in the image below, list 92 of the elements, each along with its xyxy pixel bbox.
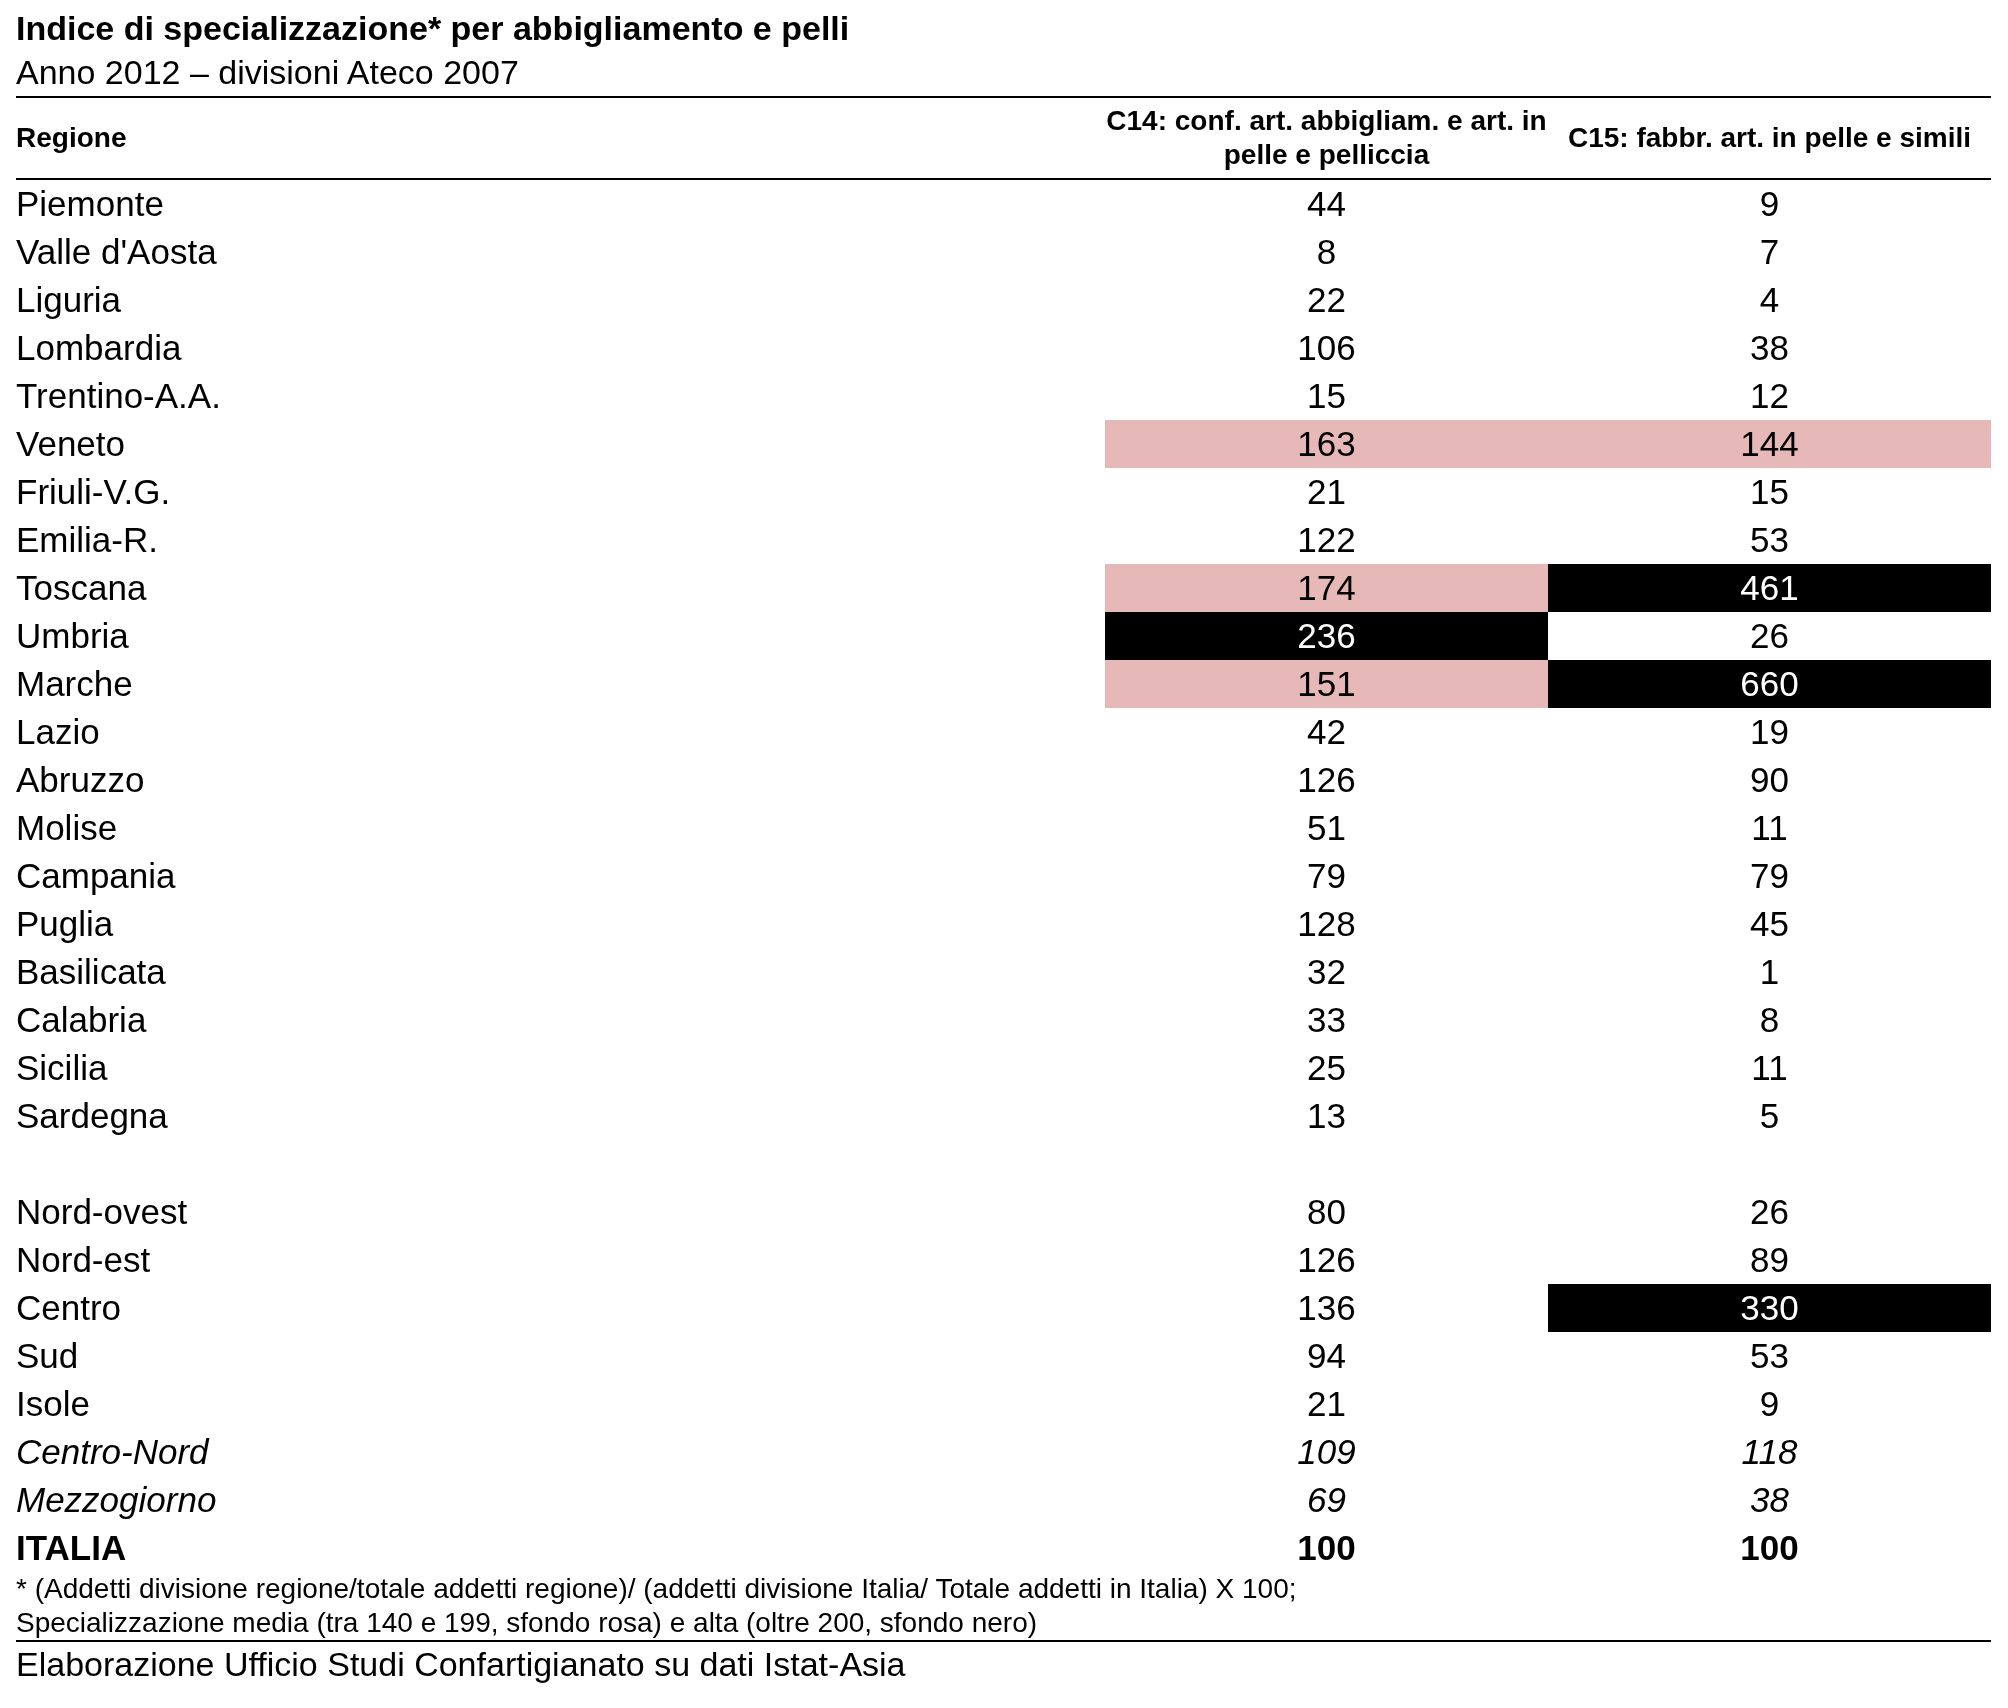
region-name: Sardegna bbox=[16, 1095, 169, 1137]
region-name: Lazio bbox=[16, 708, 1105, 756]
index-value: 100 bbox=[1739, 1527, 1800, 1569]
region-name: Centro bbox=[16, 1287, 123, 1329]
region-name: Lombardia bbox=[16, 327, 183, 369]
table-title: Indice di specializzazione* per abbigliamento e pelli bbox=[16, 8, 850, 49]
column-header: C15: fabbr. art. in pelle e simili bbox=[1548, 97, 1991, 179]
index-value: 53 bbox=[1548, 516, 1991, 564]
region-name: Nord-est bbox=[16, 1239, 152, 1281]
index-value: 45 bbox=[1749, 903, 1790, 945]
index-value: 89 bbox=[1548, 1236, 1991, 1284]
footnote: * (Addetti divisione regione/totale addetti regione)/ (addetti divisione Italia/ Totale addetti in Italia) X 100; bbox=[16, 1572, 1297, 1606]
highlighted-value: 151 bbox=[1105, 660, 1548, 708]
index-value: 25 bbox=[1306, 1047, 1347, 1089]
index-value: 106 bbox=[1296, 327, 1357, 369]
index-value: 9 bbox=[1758, 1383, 1781, 1425]
region-name: Toscana bbox=[16, 564, 1105, 612]
region-name: Campania bbox=[16, 855, 177, 897]
index-value: 21 bbox=[1306, 1383, 1347, 1425]
index-value: 19 bbox=[1548, 708, 1991, 756]
index-value: 7 bbox=[1758, 231, 1781, 273]
highlighted-value: 174 bbox=[1105, 564, 1548, 612]
index-value: 11 bbox=[1750, 1047, 1789, 1089]
region-name: Calabria bbox=[16, 999, 148, 1041]
index-value: 126 bbox=[1105, 1236, 1548, 1284]
index-value: 5 bbox=[1758, 1095, 1781, 1137]
index-value: 12 bbox=[1548, 372, 1991, 420]
index-value: 22 bbox=[1306, 279, 1347, 321]
highlighted-value: 660 bbox=[1548, 660, 1991, 708]
region-name: Centro-Nord bbox=[16, 1431, 211, 1473]
region-name: ITALIA bbox=[16, 1527, 128, 1569]
index-value: 9 bbox=[1548, 179, 1991, 228]
index-value: 69 bbox=[1306, 1479, 1347, 1521]
index-value: 122 bbox=[1105, 516, 1548, 564]
region-name: Molise bbox=[16, 807, 119, 849]
region-name: Abruzzo bbox=[16, 759, 146, 801]
region-name: Emilia-R. bbox=[16, 516, 1105, 564]
index-value: 118 bbox=[1740, 1431, 1799, 1473]
index-value: 38 bbox=[1749, 327, 1790, 369]
highlighted-value: 236 bbox=[1105, 612, 1548, 660]
highlighted-value: 461 bbox=[1548, 564, 1991, 612]
index-value: 94 bbox=[1105, 1332, 1548, 1380]
index-value: 15 bbox=[1548, 468, 1991, 516]
index-value: 15 bbox=[1105, 372, 1548, 420]
region-name: Sicilia bbox=[16, 1047, 109, 1089]
region-name: Friuli-V.G. bbox=[16, 468, 1105, 516]
index-value: 53 bbox=[1548, 1332, 1991, 1380]
region-name: Umbria bbox=[16, 612, 1105, 660]
index-value: 51 bbox=[1306, 807, 1347, 849]
region-name: Trentino-A.A. bbox=[16, 372, 1105, 420]
region-name: Valle d'Aosta bbox=[16, 231, 218, 273]
index-value: 42 bbox=[1105, 708, 1548, 756]
region-name: Puglia bbox=[16, 903, 115, 945]
index-value: 126 bbox=[1296, 759, 1357, 801]
index-value: 33 bbox=[1306, 999, 1347, 1041]
region-name: Mezzogiorno bbox=[16, 1479, 218, 1521]
index-value: 44 bbox=[1105, 179, 1548, 228]
highlighted-value: 330 bbox=[1548, 1284, 1991, 1332]
index-value: 32 bbox=[1306, 951, 1347, 993]
highlighted-value: 144 bbox=[1548, 420, 1991, 468]
region-name: Liguria bbox=[16, 279, 123, 321]
region-name: Isole bbox=[16, 1383, 91, 1425]
index-value: 4 bbox=[1758, 279, 1781, 321]
index-value: 100 bbox=[1296, 1527, 1357, 1569]
region-name: Veneto bbox=[16, 420, 1105, 468]
subtitle: Anno 2012 – divisioni Ateco 2007 bbox=[16, 52, 519, 93]
column-header: Regione bbox=[16, 97, 1105, 179]
index-value: 8 bbox=[1758, 999, 1781, 1041]
index-value: 80 bbox=[1306, 1191, 1347, 1233]
index-value: 79 bbox=[1749, 855, 1790, 897]
highlighted-value: 163 bbox=[1105, 420, 1548, 468]
index-value: 21 bbox=[1105, 468, 1548, 516]
region-name: Basilicata bbox=[16, 951, 167, 993]
index-value: 26 bbox=[1548, 612, 1991, 660]
index-value: 13 bbox=[1306, 1095, 1347, 1137]
index-value: 90 bbox=[1749, 759, 1790, 801]
region-name: Marche bbox=[16, 660, 1105, 708]
region-name: Nord-ovest bbox=[16, 1191, 189, 1233]
index-value: 136 bbox=[1105, 1284, 1548, 1332]
region-name: Sud bbox=[16, 1335, 80, 1377]
region-name: Piemonte bbox=[16, 179, 1105, 228]
index-value: 109 bbox=[1296, 1431, 1357, 1473]
index-value: 128 bbox=[1296, 903, 1357, 945]
footnote: Specializzazione media (tra 140 e 199, sfondo rosa) e alta (oltre 200, sfondo nero) bbox=[16, 1606, 1038, 1640]
index-value: 38 bbox=[1749, 1479, 1790, 1521]
index-value: 79 bbox=[1306, 855, 1347, 897]
source-note: Elaborazione Ufficio Studi Confartigianato su dati Istat-Asia bbox=[16, 1644, 906, 1685]
index-value: 8 bbox=[1315, 231, 1338, 273]
index-value: 11 bbox=[1750, 807, 1789, 849]
index-value: 26 bbox=[1749, 1191, 1790, 1233]
column-header: C14: conf. art. abbigliam. e art. in pelle e pelliccia bbox=[1105, 97, 1548, 179]
index-value: 1 bbox=[1758, 951, 1781, 993]
